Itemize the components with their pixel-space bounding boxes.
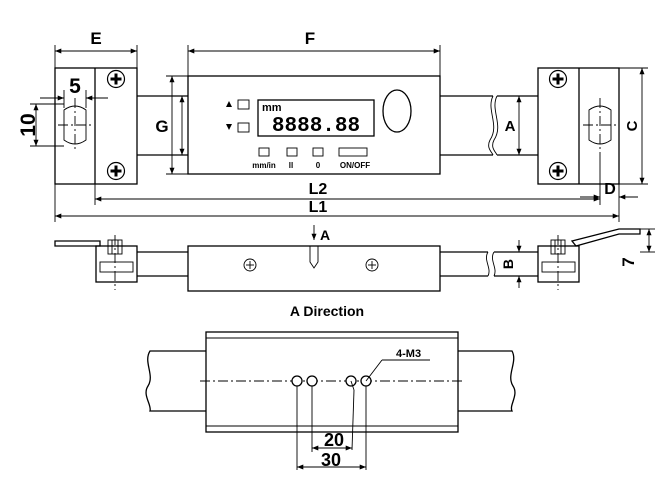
a-direction-title: A Direction bbox=[290, 303, 364, 319]
hole-2-icon bbox=[306, 375, 318, 387]
a-direction-view: A Direction 4-M3 20 30 bbox=[145, 303, 516, 470]
mm-in-button[interactable] bbox=[258, 147, 270, 157]
hole-1-icon bbox=[291, 375, 303, 387]
right-bottom-screw-icon bbox=[548, 161, 568, 181]
right-bracket bbox=[537, 67, 620, 185]
side-view: A bbox=[54, 225, 655, 292]
up-arrow-icon bbox=[226, 101, 232, 107]
display-reading: 8888.88 bbox=[272, 115, 360, 138]
dim-10: 10 bbox=[17, 103, 64, 147]
dim-C-label: C bbox=[624, 120, 641, 131]
dim-D-label: D bbox=[604, 181, 616, 198]
dim-F-label: F bbox=[305, 29, 315, 48]
dim-E: E bbox=[54, 29, 138, 68]
dim-G-label: G bbox=[155, 117, 168, 136]
dim-L1: L1 bbox=[54, 184, 620, 222]
top-view: mm 8888.88 mm/in ll 0 ON/OFF E bbox=[17, 29, 648, 222]
dim-C: C bbox=[619, 67, 648, 185]
hold-button[interactable] bbox=[286, 147, 298, 157]
hold-label: ll bbox=[289, 161, 293, 170]
readout-head: mm 8888.88 mm/in ll 0 ON/OFF bbox=[187, 75, 441, 175]
side-arrow-label: A bbox=[320, 227, 330, 243]
left-bottom-screw-icon bbox=[106, 161, 126, 181]
zero-label: 0 bbox=[316, 161, 321, 170]
dim-F: F bbox=[187, 29, 441, 76]
dim-5-label: 5 bbox=[69, 75, 81, 98]
power-label: ON/OFF bbox=[340, 161, 370, 170]
dim-L2-label: L2 bbox=[309, 181, 328, 198]
dim-L1-label: L1 bbox=[309, 199, 328, 216]
oval-window bbox=[382, 89, 412, 133]
right-top-screw-icon bbox=[548, 69, 568, 89]
dim-20-label: 20 bbox=[324, 430, 344, 450]
power-button[interactable] bbox=[338, 147, 368, 157]
dim-D: D bbox=[580, 152, 638, 205]
a-direction-body bbox=[205, 331, 459, 433]
left-top-screw-icon bbox=[106, 69, 126, 89]
dim-L2: L2 bbox=[94, 181, 600, 205]
down-button[interactable] bbox=[237, 122, 250, 133]
lcd-display bbox=[257, 99, 375, 137]
display-unit: mm bbox=[262, 102, 282, 114]
dim-7-label: 7 bbox=[619, 257, 638, 266]
holes-label: 4-M3 bbox=[396, 348, 421, 360]
dim-5: 5 bbox=[40, 75, 108, 108]
down-arrow-icon bbox=[226, 124, 232, 130]
left-bracket bbox=[54, 67, 138, 185]
dim-30-label: 30 bbox=[321, 450, 341, 470]
dim-G: G bbox=[155, 75, 188, 175]
dim-10-label: 10 bbox=[17, 113, 40, 136]
dim-A: A bbox=[505, 96, 522, 155]
dim-B-label: B bbox=[500, 259, 516, 269]
up-button[interactable] bbox=[237, 99, 250, 110]
mm-in-label: mm/in bbox=[252, 161, 276, 170]
dim-E-label: E bbox=[90, 29, 101, 48]
zero-button[interactable] bbox=[312, 147, 324, 157]
dim-A-label: A bbox=[505, 118, 516, 135]
